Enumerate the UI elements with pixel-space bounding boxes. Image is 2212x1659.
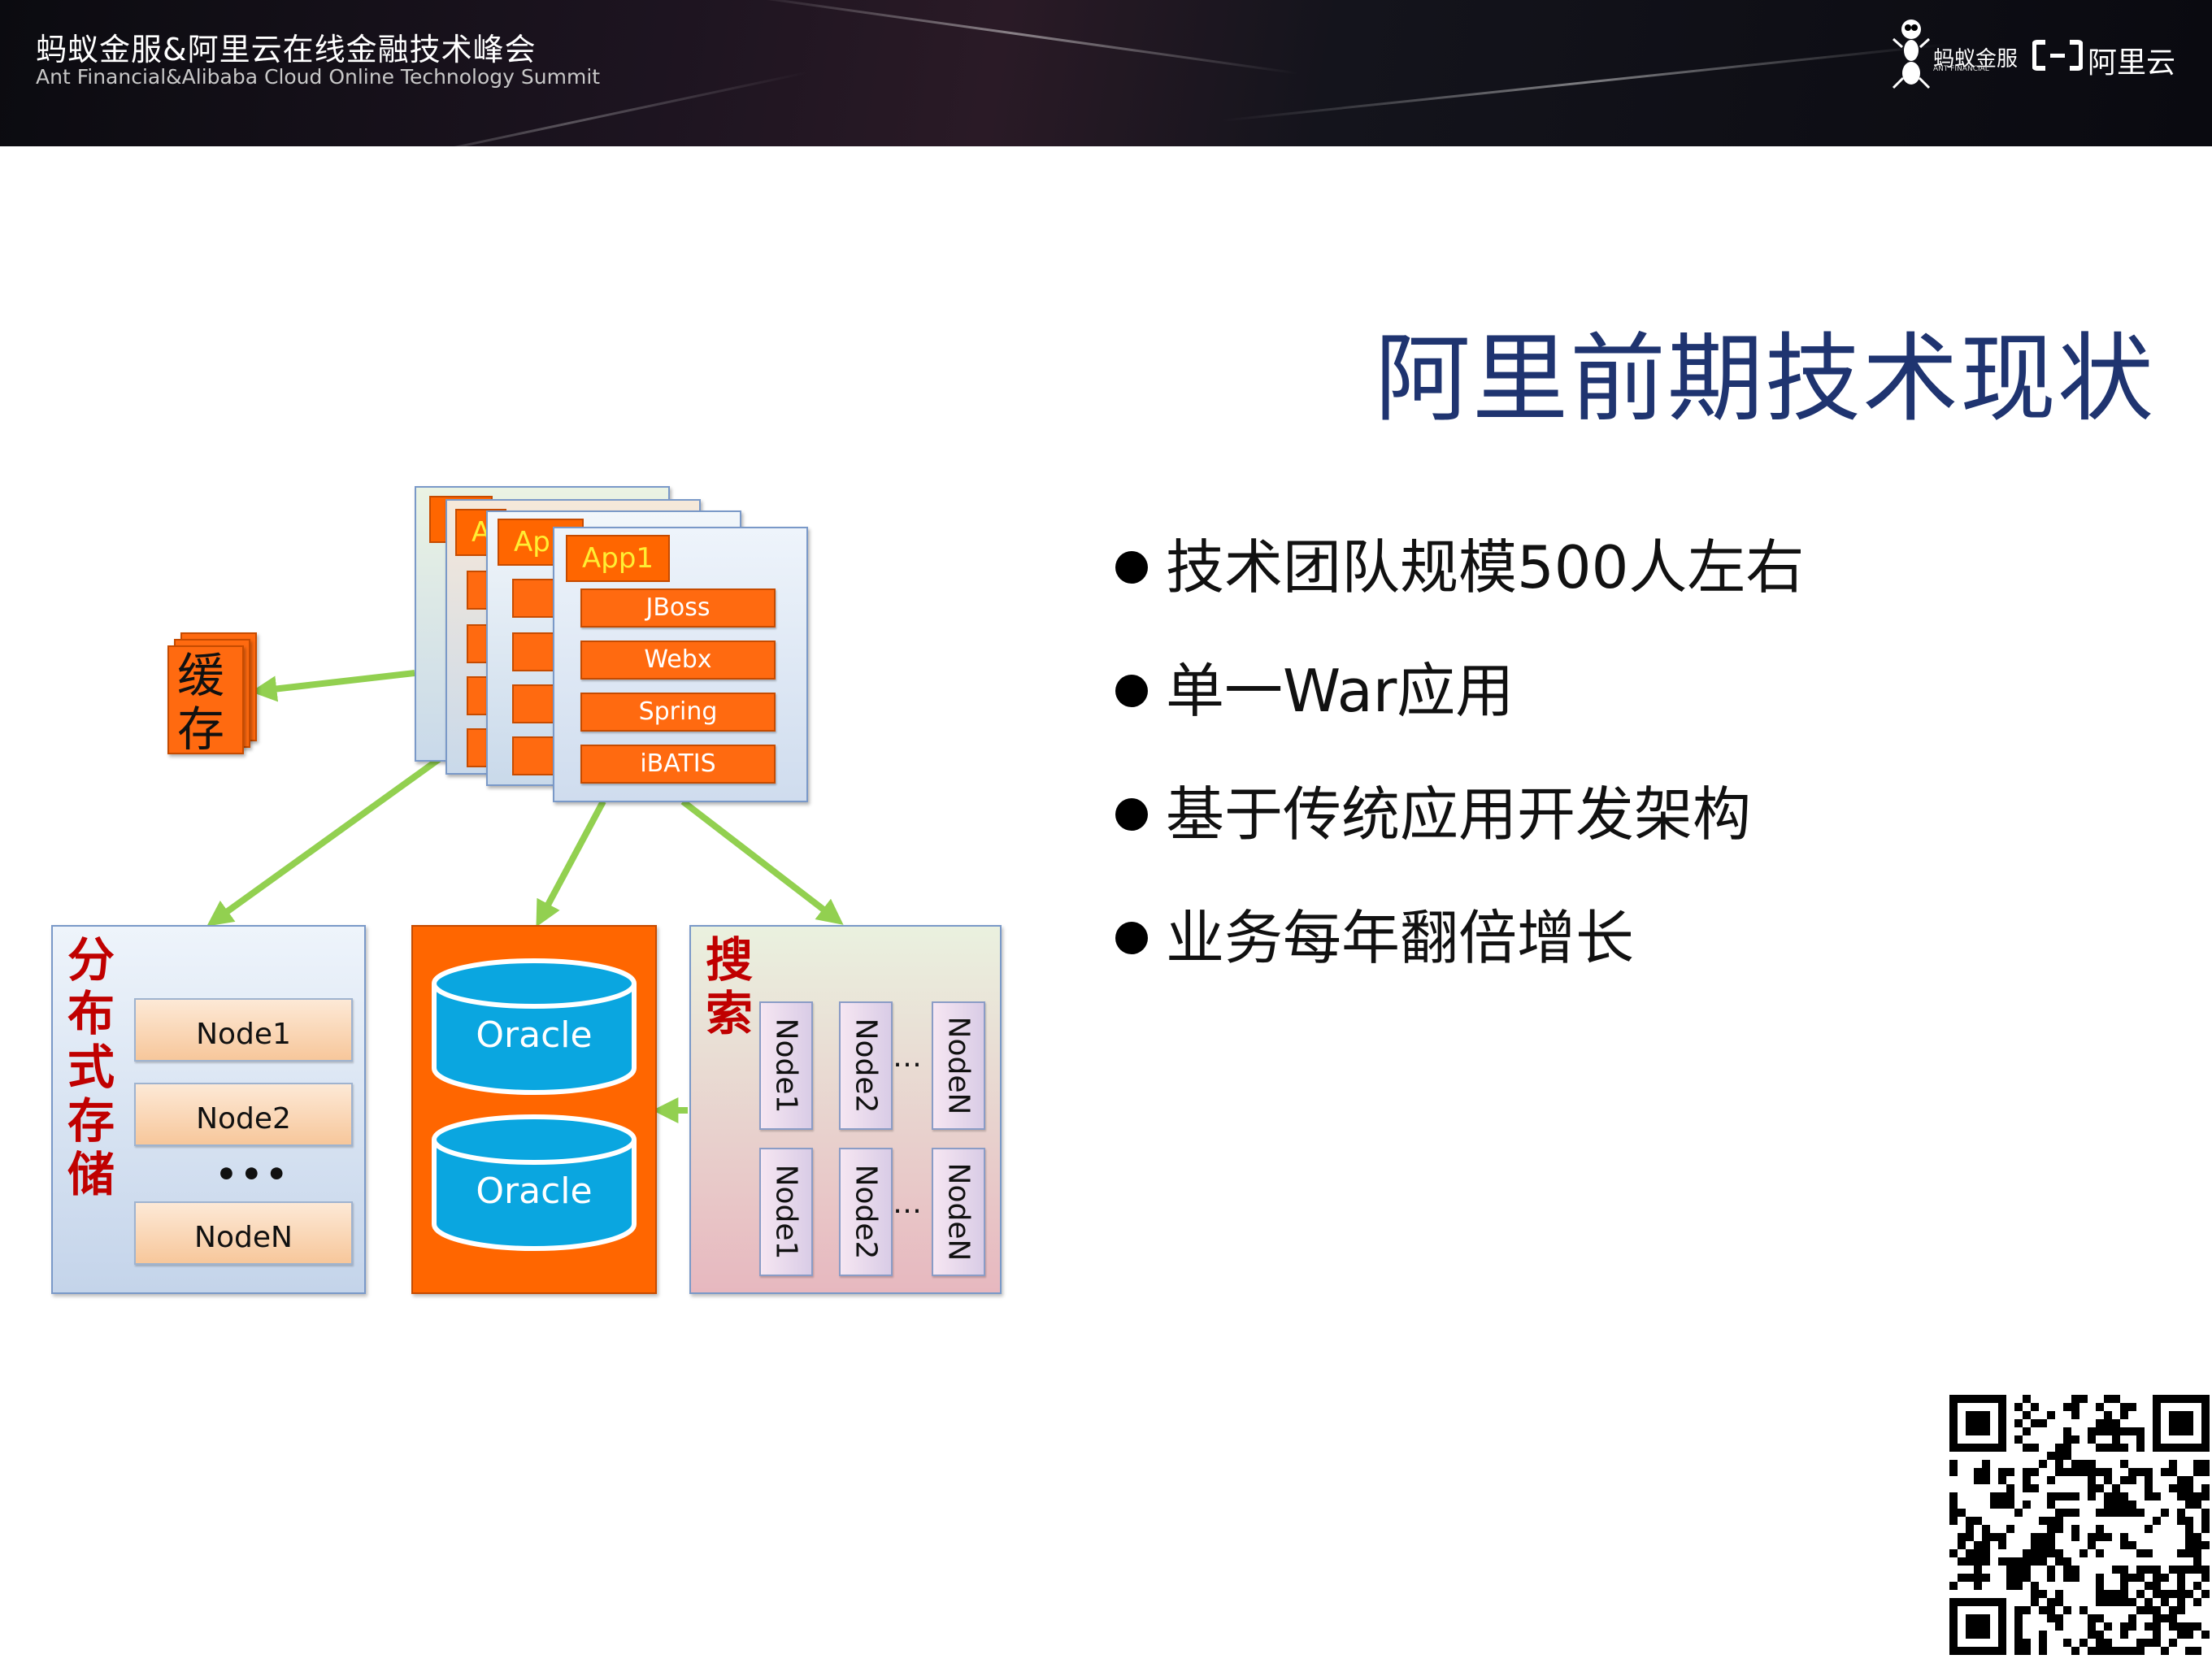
cache-label: 缓 存 [176,648,224,757]
bullet-text: 技术团队规模500人左右 [1166,533,1805,601]
layer-ibatis: iBATIS [580,745,776,784]
header-banner: 蚂蚁金服&阿里云在线金融技术峰会 Ant Financial&Alibaba C… [0,0,2212,146]
summit-title-en: Ant Financial&Alibaba Cloud Online Techn… [36,65,601,89]
bullet-text: 业务每年翻倍增长 [1166,904,1635,972]
search-node-label: Node1 [769,1018,803,1114]
arrow-to-cache [250,670,415,702]
search-node: Node2 [839,1148,893,1276]
storage-ellipsis: ••• [215,1154,291,1194]
slide-title: 阿里前期技术现状 [1374,323,2155,435]
ant-financial-logo-icon [1892,20,1931,89]
banner-light-streak [1221,42,1949,123]
search-node: Node1 [759,1001,813,1130]
oracle-label: Oracle [476,1014,593,1056]
layer-webx: Webx [580,641,776,680]
summit-title-cn: 蚂蚁金服&阿里云在线金融技术峰会 [36,32,537,67]
search-node-label: Node2 [849,1018,883,1114]
storage-node: Node2 [134,1083,353,1146]
qr-code-icon [1949,1395,2210,1655]
bullet-dot-icon [1115,922,1148,955]
search-ellipsis: … [893,1040,922,1074]
bullet-dot-icon [1115,675,1148,708]
layer-spring: Spring [580,693,776,732]
distributed-storage-box: 分 布 式 存 储 Node1 Node2 ••• NodeN [51,925,366,1294]
search-node: Node1 [759,1148,813,1276]
storage-node: NodeN [134,1201,353,1265]
bullet-item: 业务每年翻倍增长 [1115,897,1634,979]
aliyun-logo-text: 阿里云 [2088,46,2176,80]
bullet-item: 技术团队规模500人左右 [1115,527,1804,608]
storage-node: Node1 [134,998,353,1062]
bullet-text: 单一War应用 [1166,657,1515,725]
bullet-text: 基于传统应用开发架构 [1166,780,1752,849]
diagram-arrows [206,670,844,1123]
bullet-item: 单一War应用 [1115,650,1514,732]
arrow-to-oracle [536,800,606,927]
search-node-label: Node1 [769,1164,803,1260]
bullet-dot-icon [1115,798,1148,832]
cache-card-front [167,645,244,754]
oracle-label: Oracle [476,1170,593,1212]
search-label: 搜 索 [705,932,753,1041]
search-node-label: NodeN [941,1162,976,1262]
database-icon [432,1114,637,1251]
banner-light-streak [734,0,1298,75]
bullet-item: 基于传统应用开发架构 [1115,774,1751,855]
architecture-diagram: 缓 存 A App App1 JBoss Webx Spring iBATIS … [0,455,1024,1317]
search-node: NodeN [932,1001,985,1130]
app-card-front: App1 JBoss Webx Spring iBATIS [553,527,808,802]
search-node: Node2 [839,1001,893,1130]
search-node-label: NodeN [941,1016,976,1115]
database-icon [432,958,637,1095]
search-box: 搜 索 Node1 Node2 … NodeN Node1 Node2 … No… [689,925,1002,1294]
arrow-to-storage [206,756,441,927]
search-node: NodeN [932,1148,985,1276]
arrow-to-search [680,798,844,925]
distributed-storage-label: 分 布 式 存 储 [67,932,115,1202]
oracle-box: Oracle Oracle [411,925,657,1294]
aliyun-bracket-icon [2032,40,2083,71]
bullet-dot-icon [1115,551,1148,584]
layer-jboss: JBoss [580,588,776,628]
ant-financial-logo-text: 蚂蚁金服 [1933,47,2019,72]
app-tag: App1 [566,535,671,582]
ant-financial-logo-subtext: ANT FINANCIAL [1933,65,1989,73]
search-node-label: Node2 [849,1164,883,1260]
search-ellipsis: … [893,1187,922,1220]
